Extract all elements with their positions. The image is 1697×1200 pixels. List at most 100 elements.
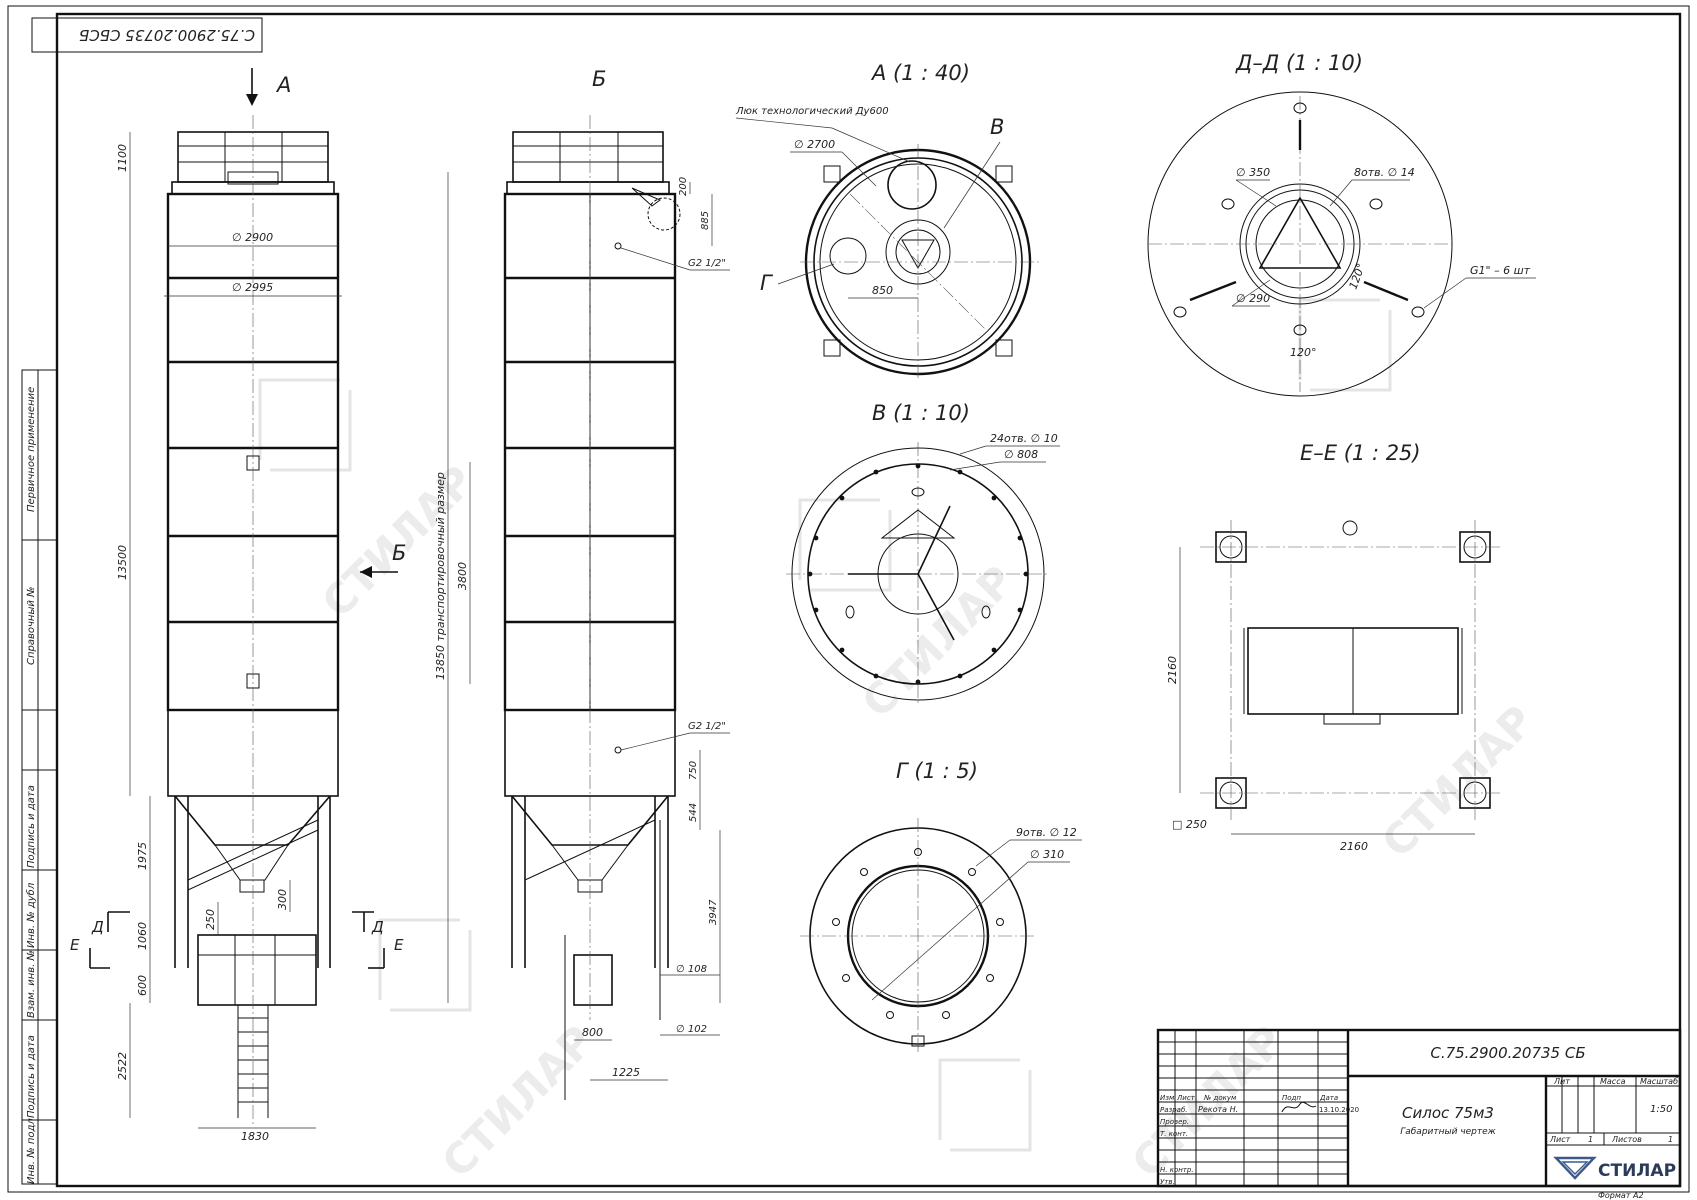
label-hatch: Люк технологический Ду600 (735, 106, 889, 117)
dim-sq250: □ 250 (1172, 818, 1207, 831)
dim-d2900: ∅ 2900 (232, 231, 273, 244)
front-view: А (70, 68, 406, 1143)
dim-ee-2160-h: 2160 (1340, 840, 1368, 853)
view-dd: Д–Д (1 : 10) ∅ 350 8отв. ∅ 14 ∅ 290 120°… (1147, 51, 1536, 397)
label-holes-v: 24отв. ∅ 10 (990, 432, 1058, 445)
tb-doc-code: С.75.2900.20735 СБ (1430, 1044, 1585, 1062)
tb-sheet-label: Лист (1549, 1135, 1571, 1144)
dim-600: 600 (136, 975, 149, 996)
dim-d2995: ∅ 2995 (232, 281, 273, 294)
tb-product: Силос 75м3 (1402, 1104, 1494, 1122)
rotated-code: С.75.2900.20735 СБСБ (79, 26, 255, 44)
rotated-code-stamp: С.75.2900.20735 СБСБ (31, 17, 263, 53)
label-holes-g: 9отв. ∅ 12 (1016, 826, 1077, 839)
tb-format: Формат А2 (1598, 1191, 1644, 1200)
tb-role-tcontrol: Т. конт. (1160, 1130, 1188, 1138)
view-a-title: А (1 : 40) (870, 61, 970, 85)
watermark-text: СТИЛАР (852, 556, 1023, 727)
watermark-layer: СТИЛАР СТИЛАР СТИЛАР СТИЛАР СТИЛАР (258, 298, 1543, 1187)
tb-col-sign: Подп (1282, 1094, 1301, 1102)
dim-d310: ∅ 310 (1030, 848, 1064, 861)
view-v-title: В (1 : 10) (872, 401, 970, 425)
view-g-title: Г (1 : 5) (896, 759, 978, 783)
dim-d2700: ∅ 2700 (794, 138, 835, 151)
view-arrow-a: А (275, 73, 291, 97)
dim-ee-2160-v: 2160 (1166, 656, 1179, 684)
dim-13500: 13500 (116, 545, 129, 580)
tb-date: 13.10.2020 (1319, 1106, 1359, 1114)
signature (1281, 1101, 1317, 1113)
side-cell-4: Инв. № дубл (25, 882, 37, 948)
label-holes-dd: 8отв. ∅ 14 (1354, 166, 1415, 179)
tb-brand: СТИЛАР (1598, 1161, 1676, 1181)
dim-200: 200 (678, 177, 689, 196)
drawing-frame (55, 12, 1682, 1188)
label-g-top: G2 1/2" (688, 258, 726, 269)
tb-role-develop: Разраб. (1160, 1106, 1188, 1114)
tb-scale: 1:50 (1650, 1104, 1672, 1115)
side-cell-1: Первичное применение (26, 387, 37, 512)
angle-120-b: 120° (1290, 346, 1317, 359)
tb-mass-header: Масса (1600, 1077, 1626, 1086)
dim-1975: 1975 (136, 842, 149, 870)
dim-750: 750 (688, 761, 699, 780)
section-mark-d-right: Д (371, 918, 384, 936)
dim-d350: ∅ 350 (1236, 166, 1270, 179)
label-g1: G1" – 6 шт (1470, 264, 1531, 277)
dim-1060: 1060 (136, 922, 149, 950)
tb-col-date: Дата (1319, 1094, 1338, 1102)
view-ee: Е–Е (1 : 25) 2160 2160 □ 250 (1166, 441, 1500, 853)
side-cell-7: Инв. № подл (26, 1118, 37, 1184)
dim-d290: ∅ 290 (1236, 292, 1270, 305)
dim-300: 300 (276, 889, 289, 910)
watermark-text: СТИЛАР (1372, 696, 1543, 867)
tb-col-doc: № докум (1203, 1094, 1237, 1102)
section-mark-e-left: Е (70, 936, 80, 954)
dim-1225: 1225 (612, 1066, 640, 1079)
tb-sheet-no: 1 (1588, 1135, 1593, 1144)
dim-800: 800 (582, 1026, 603, 1039)
watermark-text: СТИЛАР (432, 1016, 603, 1187)
tb-sheets-label: Листов (1611, 1135, 1642, 1144)
tb-author: Рекота Н. (1198, 1105, 1238, 1114)
tb-lit-header: Лит (1553, 1077, 1570, 1086)
tb-role-approve: Утв. (1160, 1178, 1175, 1186)
tb-sheets-no: 1 (1668, 1135, 1673, 1144)
tb-col-izm: Изм (1160, 1094, 1175, 1102)
dim-544: 544 (688, 803, 699, 822)
view-g: Г (1 : 5) 9отв. ∅ 12 ∅ 310 (800, 759, 1082, 1054)
dim-850: 850 (872, 284, 893, 297)
side-view: Б 13850 транспортировочный размер (434, 67, 730, 1100)
view-arrow-b: Б (392, 541, 406, 565)
dim-d102: ∅ 102 (676, 1024, 707, 1035)
tb-role-check: Провер. (1160, 1118, 1189, 1126)
dim-250: 250 (204, 909, 217, 930)
view-dd-title: Д–Д (1 : 10) (1235, 51, 1363, 75)
label-g-ref: Г (760, 271, 774, 295)
view-a: А (1 : 40) Люк технологический Ду600 ∅ 2… (735, 61, 1040, 380)
side-cell-6: Подпись и дата (26, 1035, 37, 1118)
title-block: Изм Лист № докум Подп Дата Разраб. Прове… (1156, 1028, 1682, 1200)
tb-role-ncontrol: Н. контр. (1160, 1166, 1194, 1174)
side-cell-2: Справочный № (26, 587, 37, 665)
dim-3947: 3947 (708, 899, 719, 925)
side-cell-5: Взам. инв. № (26, 950, 37, 1018)
view-b-title: Б (592, 67, 606, 91)
view-v: В (1 : 10) 24отв. ∅ 10 ∅ 808 (786, 401, 1060, 706)
dim-885: 885 (700, 211, 711, 230)
dim-1830: 1830 (241, 1130, 269, 1143)
section-mark-d-left: Д (91, 918, 104, 936)
side-cell-3: Подпись и дата (26, 785, 37, 868)
tb-scale-header: Масштаб (1640, 1077, 1678, 1086)
side-panel: Первичное применение Справочный № Подпис… (21, 369, 58, 1185)
dim-13850-transport: 13850 транспортировочный размер (434, 472, 447, 680)
dim-d108: ∅ 108 (676, 964, 707, 975)
dim-3800: 3800 (456, 562, 469, 590)
dim-1100: 1100 (116, 144, 129, 172)
label-v-ref: В (990, 115, 1004, 139)
view-ee-title: Е–Е (1 : 25) (1300, 441, 1421, 465)
tb-col-list: Лист (1176, 1094, 1196, 1102)
dim-d808: ∅ 808 (1004, 448, 1038, 461)
brand-logo: СТИЛАР (1553, 1156, 1676, 1181)
